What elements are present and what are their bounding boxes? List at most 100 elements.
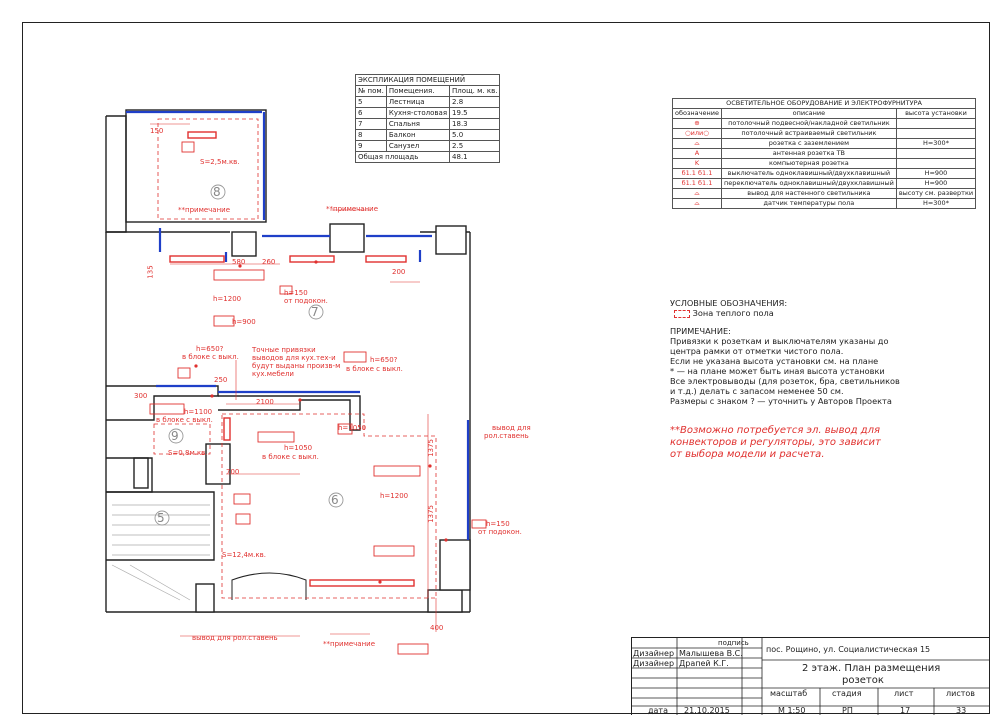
notes-block: УСЛОВНЫЕ ОБОЗНАЧЕНИЯ: Зона теплого пола … xyxy=(670,298,940,406)
area-6: S=12,4м.кв. xyxy=(222,551,266,559)
height-650b-sub: в блоке с выкл. xyxy=(346,365,403,373)
dim-250: 250 xyxy=(214,376,228,384)
height-1050b: h=1050 xyxy=(284,444,313,452)
blind-outlet-2: вывод для рол.ставень xyxy=(192,634,278,642)
legend-col-description: описание xyxy=(720,108,897,119)
note-line: Привязки к розеткам и выключателям указа… xyxy=(670,336,889,346)
note-line: и т.д.) делать с запасом неменее 50 см. xyxy=(670,386,844,396)
notes-title: ПРИМЕЧАНИЕ: xyxy=(670,326,731,336)
note-line: Все электровыводы (для розеток, бра, све… xyxy=(670,376,900,386)
note-ref-1: **примечание xyxy=(178,206,231,214)
dim-300: 300 xyxy=(134,392,148,400)
dim-400: 400 xyxy=(430,624,444,632)
note-line: центра рамки от отметки чистого пола. xyxy=(670,346,844,356)
scale-value: М 1:50 xyxy=(778,706,806,715)
title-block-grid xyxy=(632,638,990,715)
height-650a-sub: в блоке с выкл. xyxy=(182,353,239,361)
area-8: S=2,5м.кв. xyxy=(200,158,240,166)
sheet-title-line1: 2 этаж. План размещения xyxy=(802,663,941,674)
explication-title: ЭКСПЛИКАЦИЯ ПОМЕЩЕНИЙ xyxy=(354,74,501,86)
date-label: дата xyxy=(648,706,668,715)
height-650b: h=650? xyxy=(370,356,398,364)
kitchen-note-2: выводов для кух.тех-и xyxy=(252,354,336,362)
title-block: подпись Дизайнер Малышева В.С. Дизайнер … xyxy=(631,637,990,715)
note-ref-3: **примечание xyxy=(323,640,376,648)
room-number-6: 6 xyxy=(331,493,339,507)
warm-floor-zones xyxy=(153,413,437,599)
sheet-label: лист xyxy=(894,689,914,698)
radiators xyxy=(169,131,415,587)
dim-2100: 2100 xyxy=(256,398,274,406)
room-number-9: 9 xyxy=(171,429,179,443)
height-1050b-sub: в блоке с выкл. xyxy=(262,453,319,461)
drawing-frame xyxy=(22,22,990,714)
dim-260: 260 xyxy=(262,258,276,266)
col-room: Помещения. xyxy=(385,85,451,97)
windows xyxy=(126,110,470,540)
date-value: 21.10.2015 xyxy=(684,706,730,715)
scale-label: масштаб xyxy=(770,689,808,698)
warm-floor-swatch xyxy=(674,309,690,318)
legend-row: ⊕потолочный подвесной/накладной светильн… xyxy=(672,118,977,129)
sheet-title-line2: розеток xyxy=(842,675,884,686)
kitchen-note-3: будут выданы произв-м xyxy=(252,362,341,370)
signature-label: подпись xyxy=(718,639,749,647)
project-address: пос. Рощино, ул. Социалистическая 15 xyxy=(766,645,931,654)
room-number-7: 7 xyxy=(311,305,319,319)
kitchen-note-1: Точные привязки xyxy=(252,346,316,354)
room-markers xyxy=(154,184,344,526)
dim-580: 580 xyxy=(232,258,246,266)
dim-1375a: 1375 xyxy=(426,439,435,457)
convector-note: **Возможно потребуется эл. вывод для кон… xyxy=(670,425,881,460)
sheets-label: листов xyxy=(946,689,975,698)
legend-col-symbol: обозначение xyxy=(672,108,722,119)
area-9: S=0,8м.кв. xyxy=(168,449,208,457)
height-150a-sub: от подокон. xyxy=(284,297,328,305)
legend-row: ○или○потолочный встраиваемый светильник xyxy=(672,128,977,139)
height-1050a: h=1050 xyxy=(338,424,367,432)
col-number: № пом. xyxy=(355,85,387,97)
legend-col-height: высота установки xyxy=(895,108,977,119)
designer-name-2: Драпей К.Г. xyxy=(679,659,729,668)
designer-role-2: Дизайнер xyxy=(633,659,675,668)
socket-groups xyxy=(149,141,487,655)
height-150a: h=150 xyxy=(284,289,308,297)
room-number-5: 5 xyxy=(157,511,165,525)
conventions-item: Зона теплого пола xyxy=(674,308,940,318)
room-number-8: 8 xyxy=(213,185,221,199)
stage-value: РП xyxy=(842,706,853,715)
height-150b: h=150 xyxy=(486,520,510,528)
note-line: Размеры с знаком ? — уточнить у Авторов … xyxy=(670,396,892,406)
note-ref-2: **примечание xyxy=(326,205,379,213)
height-1200b: h=1200 xyxy=(380,492,409,500)
height-650a: h=650? xyxy=(196,345,224,353)
dim-135: 135 xyxy=(146,265,155,279)
blind-outlet-1b: рол.ставень xyxy=(484,432,529,440)
legend-title: ОСВЕТИТЕЛЬНОЕ ОБОРУДОВАНИЕ И ЭЛЕКТРОФУРН… xyxy=(671,98,977,109)
sheets-value: 33 xyxy=(956,706,967,715)
height-1100-sub: в блоке с выкл. xyxy=(156,416,213,424)
height-900: h=900 xyxy=(232,318,256,326)
height-1100: h=1100 xyxy=(184,408,213,416)
explication-table: ЭКСПЛИКАЦИЯ ПОМЕЩЕНИЙ № пом. Помещения. … xyxy=(354,74,501,163)
conventions-title: УСЛОВНЫЕ ОБОЗНАЧЕНИЯ: xyxy=(670,298,788,308)
col-area: Площ. м. кв. xyxy=(449,85,501,97)
designer-role-1: Дизайнер xyxy=(633,649,675,658)
stage-label: стадия xyxy=(832,689,862,698)
height-150b-sub: от подокон. xyxy=(478,528,522,536)
note-line: Если не указана высота установки см. на … xyxy=(670,356,879,366)
equipment-legend-table: ОСВЕТИТЕЛЬНОЕ ОБОРУДОВАНИЕ И ЭЛЕКТРОФУРН… xyxy=(671,98,977,209)
